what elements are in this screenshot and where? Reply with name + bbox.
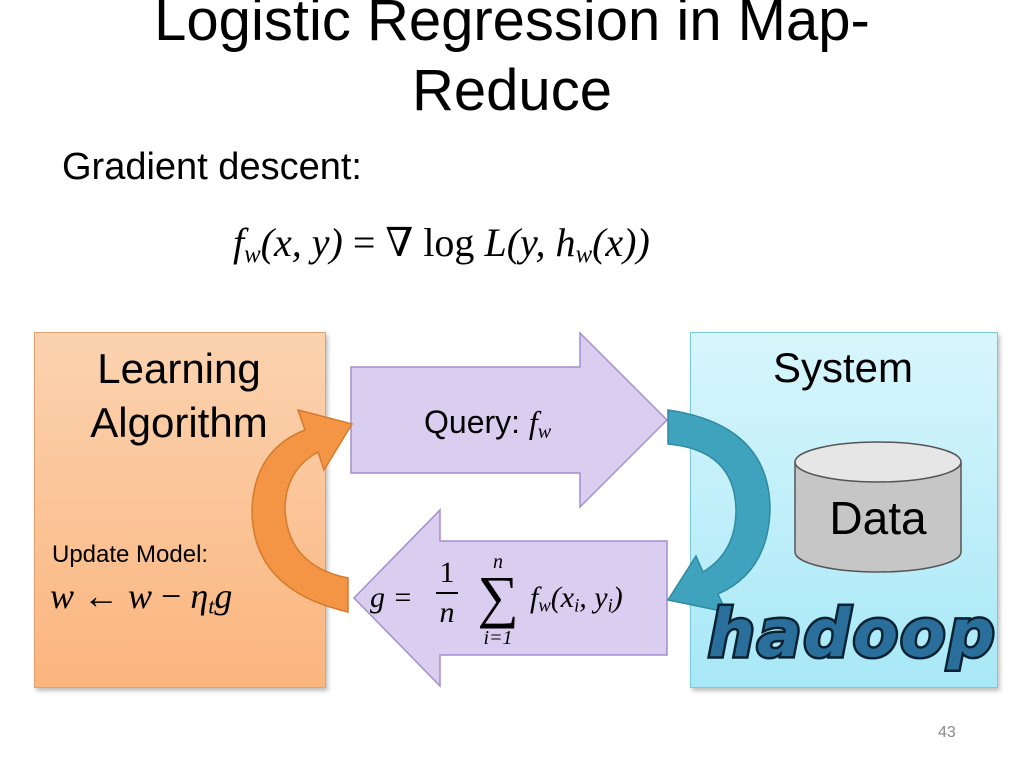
sum-term: fw(xi, yi) [530, 580, 623, 625]
term-x: (x [550, 581, 575, 614]
data-cylinder-icon [794, 441, 962, 573]
query-label: Query: fw [424, 402, 551, 452]
query-f: f [528, 404, 538, 440]
term-f: f [530, 581, 539, 614]
g-equals: g = [370, 581, 413, 614]
learning-title-line-1: Learning [97, 345, 261, 392]
system-title: System [772, 344, 914, 391]
formula-loss-args-end: (x)) [592, 220, 650, 265]
update-arrow: ← [74, 576, 129, 616]
page-number: 43 [938, 724, 956, 741]
query-f-subscript: w [537, 420, 552, 443]
update-model-formula: w ← w − ηtg [50, 574, 232, 629]
term-x-subscript: i [574, 595, 580, 617]
fraction-denominator: n [439, 596, 455, 629]
update-eta: η [190, 576, 209, 616]
formula-h-subscript: w [575, 241, 593, 269]
formula-loss: L [484, 220, 507, 265]
query-text: Query: [424, 404, 529, 440]
slide-title-line-1: Logistic Regression in Map- [154, 0, 870, 53]
formula-nabla-log: = ∇ log [342, 220, 485, 265]
update-model-label: Update Model: [52, 541, 209, 568]
gradient-descent-heading: Gradient descent: [62, 146, 362, 188]
result-arrow [352, 508, 668, 688]
fraction-numerator: 1 [439, 556, 455, 589]
learning-algorithm-title: Learning Algorithm [34, 342, 324, 450]
term-f-subscript: w [538, 595, 551, 617]
sum-upper-limit: n [493, 551, 503, 573]
hadoop-logo: hadoop [706, 595, 998, 672]
update-cycle-arrow-body [251, 408, 354, 613]
update-g: g [214, 576, 233, 616]
sum-symbol: ∑ [477, 564, 519, 629]
formula-f: f [233, 220, 245, 265]
update-minus: − [152, 576, 191, 616]
term-y-subscript: i [607, 595, 613, 617]
term-close: ) [612, 581, 623, 614]
fraction-bar [436, 592, 458, 594]
update-eta-subscript: t [208, 593, 215, 619]
update-w: w [50, 576, 75, 616]
learning-title-line-2: Algorithm [90, 399, 268, 446]
update-w2: w [128, 576, 153, 616]
sum-lower-limit: i=1 [483, 627, 513, 649]
data-label: Data [829, 492, 927, 544]
term-y: , y [579, 581, 608, 614]
slide-title: Logistic Regression in Map- Reduce [0, 0, 1024, 126]
formula-args: (x, y) [260, 220, 343, 265]
fraction-one-over-n: 1 n [436, 556, 458, 630]
formula-loss-args: (y, h [506, 220, 576, 265]
data-cycle-arrow [666, 409, 771, 614]
formula-f-subscript: w [244, 241, 261, 269]
gradient-formula: fw(x, y) = ∇ log L(y, hw(x)) [233, 218, 650, 280]
query-arrow [350, 331, 669, 509]
slide-title-line-2: Reduce [412, 58, 612, 123]
